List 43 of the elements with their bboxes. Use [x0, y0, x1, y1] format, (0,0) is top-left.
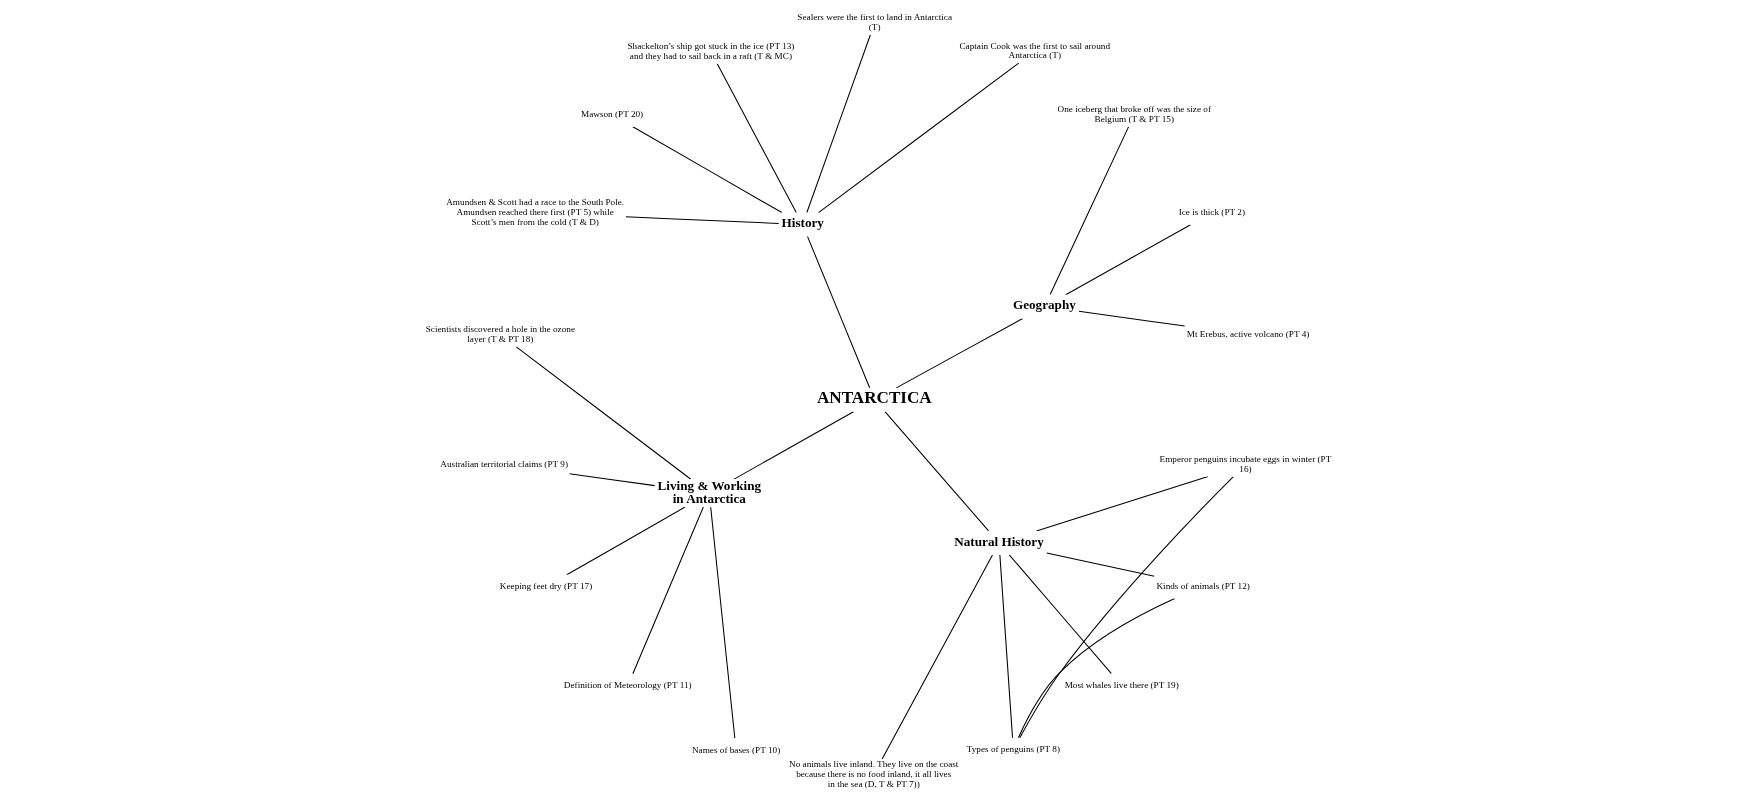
connector: [1049, 126, 1129, 296]
connector: [624, 216, 779, 224]
node-text: Amundsen & Scott had a race to the South Pole. Amundsen reached there first (PT 5) while Scott’s men from the cold (T & D): [445, 197, 624, 228]
node-text: Shackelton’s ship got stuck in the ice (PT 13) and they had to sail back in a raft (T & MC): [626, 41, 794, 62]
connector: [631, 126, 782, 214]
node-text: Scientists discovered a hole in the ozone layer (T & PT 18): [425, 324, 575, 345]
connector: [631, 506, 704, 675]
node-text: Emperor penguins incubate eggs in winter (PT 16): [1159, 454, 1331, 475]
node-text: Names of bases (PT 10): [691, 744, 780, 755]
node-text: Keeping feet dry (PT 17): [499, 581, 592, 592]
node-text: History: [781, 215, 824, 231]
node-text: Geography: [1012, 297, 1076, 313]
connector: [1008, 554, 1112, 675]
connector: [568, 473, 655, 487]
node-text: Mawson (PT 20): [580, 109, 643, 120]
node-text: Definition of Meteorology (PT 11): [563, 680, 692, 691]
node-text: Kinds of animals (PT 12): [1155, 581, 1250, 592]
node-text: Most whales live there (PT 19): [1064, 680, 1179, 691]
node-text: Sealers were the first to land in Antarctica (T): [796, 12, 952, 33]
node-text: One iceberg that broke off was the size of Belgium (T & PT 15): [1057, 104, 1211, 124]
node-text: ANTARCTICA: [816, 388, 932, 408]
connector: [514, 346, 691, 480]
connector: [883, 411, 989, 532]
node-text: Australian territorial claims (PT 9): [439, 459, 568, 470]
connector: [1017, 598, 1175, 739]
node-text: Captain Cook was the first to sail around Antarctica (T): [958, 40, 1110, 61]
node-text: Natural History: [953, 533, 1044, 549]
node-text: Mt Erebus, active volcano (PT 4): [1186, 329, 1309, 340]
node-text: Types of penguins (PT 8): [966, 744, 1060, 755]
connector: [1018, 476, 1234, 739]
node-text: Living & Working in Antarctica: [657, 477, 761, 507]
connector: [881, 554, 993, 760]
connector: [998, 554, 1013, 739]
connector: [732, 411, 854, 480]
connector: [1045, 552, 1155, 577]
connector: [805, 34, 871, 213]
connector: [1077, 310, 1185, 327]
node-text: No animals live inland. They live on the coast because there is no food inland, it all lives in the sea (D, T & PT 7)): [788, 759, 958, 789]
connector: [709, 506, 735, 739]
node-text: Ice is thick (PT 2): [1178, 207, 1245, 218]
connector: [716, 63, 797, 214]
connector: [806, 235, 870, 389]
connector: [817, 62, 1019, 214]
